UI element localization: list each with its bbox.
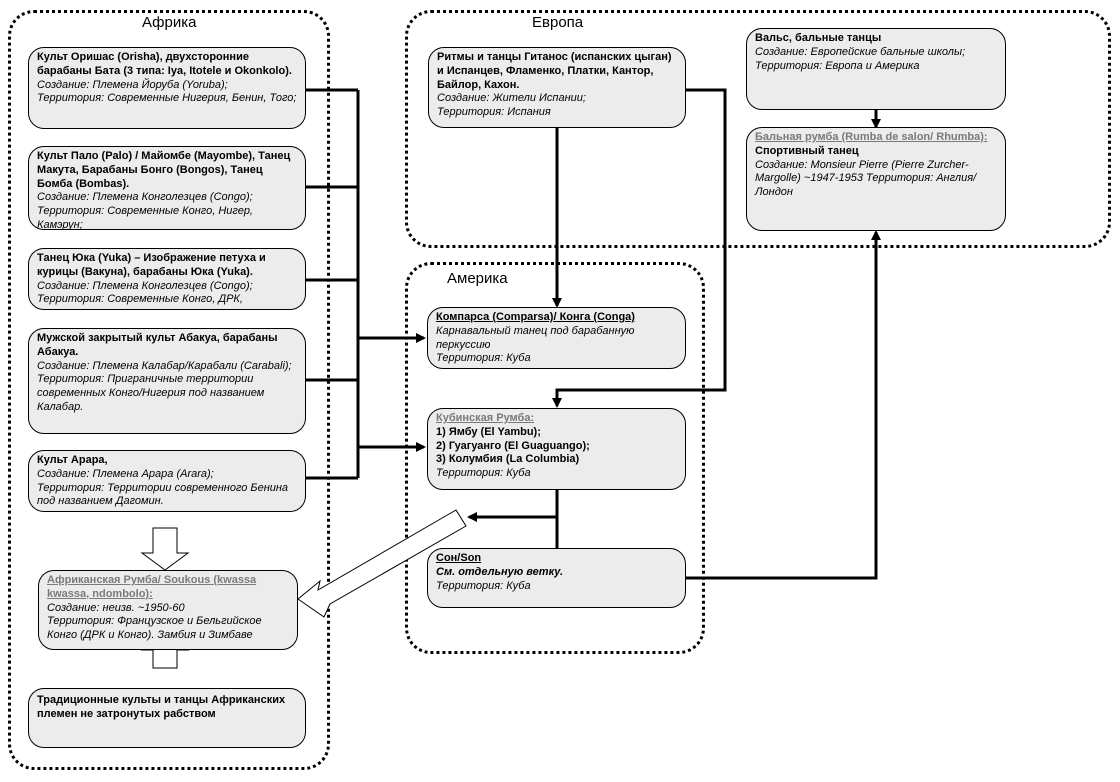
box-territory: Территория: Французское и Бельгийское Ко… <box>47 615 262 641</box>
box-territory: Территория: Куба <box>436 467 531 479</box>
box-item: 1) Ямбу (El Yambu); <box>436 425 541 438</box>
box-desc: Карнавальный танец под барабанную перкус… <box>436 324 635 351</box>
box-gitanos: Ритмы и танцы Гитанос (испанских цыган) … <box>428 47 686 128</box>
box-title: Кубинская Румба: <box>436 412 535 424</box>
box-title: Компарса (Comparsa)/ Конга (Conga) <box>436 311 635 323</box>
box-title: Культ Оришас (Orisha), двухсторонние бар… <box>37 51 292 77</box>
region-africa-title: Африка <box>140 14 199 31</box>
hollow-arrow-down <box>140 527 190 571</box>
box-cuban-rumba: Кубинская Румба: 1) Ямбу (El Yambu); 2) … <box>427 408 686 490</box>
box-territory: Территория: Куба <box>436 352 531 365</box>
box-title: Культ Пало (Palo) / Майомбе (Mayombe), Т… <box>37 150 291 190</box>
box-traditional: Традиционные культы и танцы Африканских … <box>28 688 306 748</box>
box-comparsa: Компарса (Comparsa)/ Конга (Conga) Карна… <box>427 307 686 369</box>
region-europe <box>405 10 1111 248</box>
box-territory: Территория: Территории современного Бени… <box>37 481 289 508</box>
region-america-title: Америка <box>445 270 510 287</box>
box-subtitle: См. отдельную ветку. <box>436 565 564 578</box>
box-territory: Территория: Куба <box>436 579 531 592</box>
box-title: Сон/Son <box>436 552 482 564</box>
box-title: Культ Арара, <box>37 454 108 466</box>
box-creation: Создание: Племена Конголезцев (Congo); <box>37 191 253 204</box>
box-item: 3) Колумбия (La Columbia) <box>436 453 580 466</box>
box-territory: Территория: Европа и Америка <box>755 59 920 72</box>
box-title: Африканская Румба/ Soukous (kwassa kwass… <box>47 574 257 600</box>
arrow-gitanos-cuban <box>552 88 727 408</box>
box-territory: Территория: Испания <box>437 106 551 118</box>
hollow-arrow-diagonal <box>297 509 467 618</box>
box-son: Сон/Son См. отдельную ветку. Территория:… <box>427 548 686 608</box>
box-title: Танец Юка (Yuka) – Изображение петуха и … <box>37 252 266 278</box>
box-arara: Культ Арара, Создание: Племена Арара (Ar… <box>28 450 306 512</box>
box-title: Мужской закрытый культ Абакуа, барабаны … <box>37 332 278 358</box>
box-orisha: Культ Оришас (Orisha), двухсторонние бар… <box>28 47 306 129</box>
region-africa <box>8 10 330 770</box>
box-creation: Создание: Жители Испании; <box>437 92 586 105</box>
arrow-son-ballroom <box>686 230 881 580</box>
box-title: Ритмы и танцы Гитанос (испанских цыган) … <box>437 51 672 91</box>
box-yuka: Танец Юка (Yuka) – Изображение петуха и … <box>28 248 306 310</box>
box-title: Вальс, бальные танцы <box>755 32 882 44</box>
box-creation: Создание: Племена Калабар/Карабали (Cara… <box>37 359 292 372</box>
box-abakua: Мужской закрытый культ Абакуа, барабаны … <box>28 328 306 434</box>
box-territory: Территория: Современные Конго, ДРК, <box>37 293 243 306</box>
box-ballroom: Бальная румба (Rumba de salon/ Rhumba): … <box>746 127 1006 231</box>
box-creation: Создание: Племена Арара (Arara); <box>37 467 214 480</box>
box-subtitle: Спортивный танец <box>755 144 859 157</box>
box-territory: Территория: Приграничные территории совр… <box>37 373 265 413</box>
box-item: 2) Гуагуанго (El Guaguango); <box>436 439 590 452</box>
box-creation: Создание: Monsieur Pierre (Pierre Zurche… <box>755 158 977 199</box>
region-europe-title: Европа <box>530 14 586 31</box>
box-territory: Территория: Современные Нигерия, Бенин, … <box>37 92 297 105</box>
box-palo: Культ Пало (Palo) / Майомбе (Mayombe), Т… <box>28 146 306 230</box>
box-waltz: Вальс, бальные танцы Создание: Европейск… <box>746 28 1006 110</box>
region-america <box>405 262 705 654</box>
box-creation: Создание: неизв. ~1950-60 <box>47 601 185 614</box>
box-creation: Создание: Племена Конголезцев (Congo); <box>37 279 253 292</box>
box-territory: Территория: Современные Конго, Нигер, Ка… <box>37 205 253 230</box>
box-soukous: Африканская Румба/ Soukous (kwassa kwass… <box>38 570 298 650</box>
box-title: Бальная румба (Rumba de salon/ Rhumba): <box>755 131 988 143</box>
box-title: Традиционные культы и танцы Африканских … <box>37 694 286 720</box>
box-creation: Создание: Племена Йоруба (Yoruba); <box>37 78 228 91</box>
box-creation: Создание: Европейские бальные школы; <box>755 45 966 58</box>
